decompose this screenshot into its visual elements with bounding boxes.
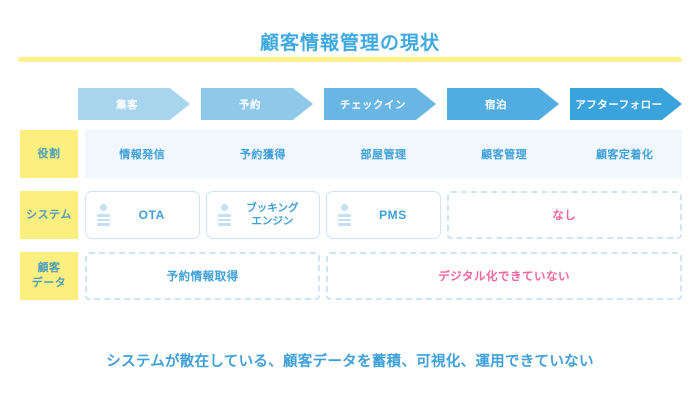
- summary-caption: システムが散在している、顧客データを蓄積、可視化、運用できていない: [106, 354, 594, 370]
- system-card-booking-engine-line1: ブッキング: [246, 202, 299, 214]
- row-label-role-text: 役割: [37, 147, 61, 160]
- status-matrix: 役割 システム 顧客 データ 情報発信 予約獲得 部屋管理 顧客管理: [20, 130, 682, 320]
- title-underline-rule: [18, 57, 682, 62]
- role-cell-2-label: 予約獲得: [239, 149, 286, 161]
- system-card-pms[interactable]: PMS: [326, 191, 441, 239]
- page-title: 顧客情報管理の現状: [259, 33, 440, 54]
- customer-data-box-reservation-label: 予約情報取得: [166, 271, 239, 283]
- flow-step-5-label: アフターフォロー: [575, 98, 663, 111]
- contact-card-icon: [217, 202, 232, 229]
- customer-data-box-not-digitized-label: デジタル化できていない: [438, 271, 570, 283]
- role-row-background: [85, 130, 682, 178]
- contact-card-icon: [337, 202, 352, 229]
- system-card-ota[interactable]: OTA: [85, 191, 200, 239]
- row-label-role: 役割: [20, 130, 78, 178]
- flow-step-2-label: 予約: [239, 98, 261, 111]
- role-cell-1-label: 情報発信: [119, 149, 166, 161]
- process-flow: 集客 予約 チェックイン 宿泊 アフターフォロー: [78, 88, 682, 120]
- system-none-label: なし: [552, 210, 577, 222]
- row-label-customer-data: 顧客 データ: [20, 252, 78, 300]
- customer-data-box-reservation: 予約情報取得: [85, 252, 321, 300]
- system-card-booking-engine[interactable]: ブッキング エンジン: [205, 191, 321, 239]
- role-row: 情報発信 予約獲得 部屋管理 顧客管理 顧客定着化: [85, 130, 682, 178]
- flow-step-4[interactable]: 宿泊: [447, 88, 559, 120]
- system-card-booking-engine-line2: エンジン: [251, 215, 294, 227]
- role-cell-3-label: 部屋管理: [360, 149, 407, 161]
- contact-card-icon: [96, 202, 111, 229]
- row-label-system: システム: [20, 191, 78, 239]
- flow-step-1-label: 集客: [116, 98, 138, 111]
- row-label-customer-data-text: 顧客 データ: [32, 261, 67, 291]
- row-label-system-text: システム: [26, 208, 72, 221]
- system-row: OTA ブッキング エンジン PMS なし: [85, 191, 682, 239]
- flow-step-2[interactable]: 予約: [201, 88, 313, 120]
- system-none-box: なし: [446, 191, 682, 239]
- role-cell-1: 情報発信: [85, 130, 200, 178]
- role-cell-5: 顧客定着化: [567, 130, 682, 178]
- flow-step-5[interactable]: アフターフォロー: [570, 88, 682, 120]
- role-cell-4: 顧客管理: [447, 130, 562, 178]
- role-cell-2: 予約獲得: [206, 130, 321, 178]
- role-cell-3: 部屋管理: [326, 130, 441, 178]
- flow-step-3[interactable]: チェックイン: [324, 88, 436, 120]
- customer-data-box-not-digitized: デジタル化できていない: [326, 252, 682, 300]
- row-label-customer-data-line1: 顧客: [37, 262, 61, 274]
- row-label-customer-data-line2: データ: [31, 277, 67, 289]
- system-card-booking-engine-label: ブッキング エンジン: [232, 202, 320, 228]
- role-cell-4-label: 顧客管理: [481, 149, 528, 161]
- customer-data-row: 予約情報取得 デジタル化できていない: [85, 252, 682, 300]
- flow-step-4-label: 宿泊: [485, 98, 507, 111]
- role-cell-5-label: 顧客定着化: [595, 149, 654, 161]
- system-card-ota-label: OTA: [138, 207, 165, 222]
- system-card-pms-label: PMS: [379, 207, 407, 222]
- flow-step-3-label: チェックイン: [340, 98, 406, 111]
- flow-step-1[interactable]: 集客: [78, 88, 190, 120]
